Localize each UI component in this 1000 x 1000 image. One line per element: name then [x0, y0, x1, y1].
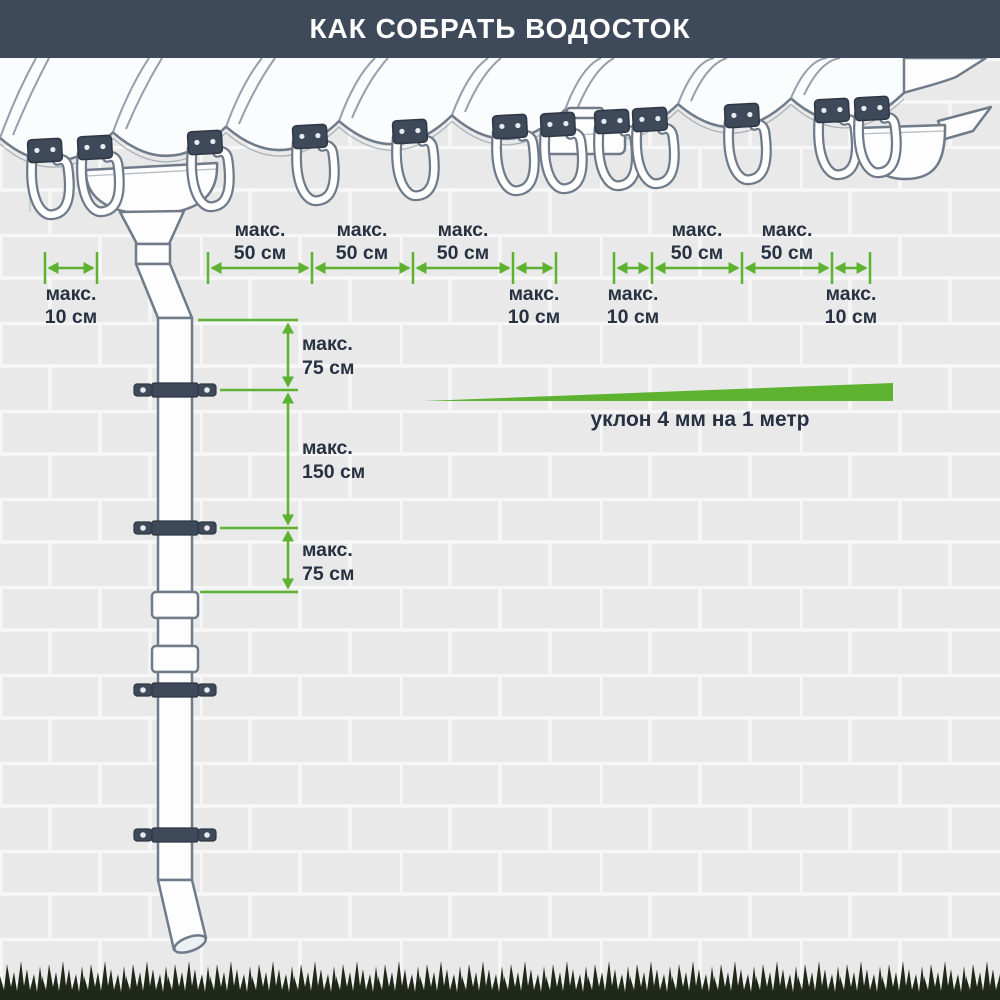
svg-text:макс.: макс. [826, 283, 877, 305]
svg-text:макс.: макс. [672, 219, 723, 241]
dimension-label-150cm: макс. 150 см [302, 437, 365, 483]
svg-text:10 см: 10 см [45, 306, 97, 328]
svg-text:50 см: 50 см [761, 242, 813, 264]
svg-text:макс.: макс. [509, 283, 560, 305]
pipe-segment [156, 616, 194, 648]
svg-text:50 см: 50 см [336, 242, 388, 264]
slope-indicator: уклон 4 мм на 1 метр [423, 383, 893, 431]
dimension-label-10cm: макс. 10 см [508, 283, 560, 328]
svg-text:75 см: 75 см [302, 357, 354, 379]
svg-text:150 см: 150 см [302, 461, 365, 483]
pipe-coupling [150, 590, 200, 620]
dimension-label-50cm: макс. 50 см [437, 219, 489, 264]
pipe-segment [134, 242, 172, 266]
grass [0, 954, 1000, 1000]
pipe-clamp [133, 382, 217, 398]
roof-sheet [0, 58, 904, 162]
svg-text:10 см: 10 см [825, 306, 877, 328]
svg-text:макс.: макс. [302, 437, 353, 459]
pipe-clamp [133, 520, 217, 536]
svg-text:50 см: 50 см [671, 242, 723, 264]
pipe-segment [156, 670, 194, 882]
dimension-label-50cm: макс. 50 см [761, 219, 813, 264]
diagram-canvas: уклон 4 мм на 1 метр [0, 58, 1000, 1000]
svg-text:50 см: 50 см [234, 242, 286, 264]
svg-text:макс.: макс. [46, 283, 97, 305]
pipe-coupling [150, 644, 200, 674]
dimension-ticks [43, 252, 872, 284]
pipe-clamp [133, 827, 217, 843]
gutter-spacing-dimensions: макс. 50 см макс. 50 см макс. 50 см макс… [43, 219, 877, 328]
roof-corner [902, 58, 988, 95]
svg-text:макс.: макс. [235, 219, 286, 241]
roof-corrugation-lines [0, 58, 841, 139]
dimension-label-75cm: макс. 75 см [302, 539, 354, 585]
dimension-label-10cm: макс. 10 см [45, 283, 97, 328]
dimension-label-50cm: макс. 50 см [336, 219, 388, 264]
gutter-end-cap [856, 123, 947, 181]
dimension-label-50cm: макс. 50 см [671, 219, 723, 264]
pipe-clamp [133, 682, 217, 698]
svg-text:макс.: макс. [302, 333, 353, 355]
dimension-ticks [198, 318, 298, 594]
svg-text:макс.: макс. [608, 283, 659, 305]
pipe-spacing-dimensions: макс. 75 см макс. 150 см макс. 75 см [198, 318, 365, 594]
dimension-label-10cm: макс. 10 см [607, 283, 659, 328]
slope-label: уклон 4 мм на 1 метр [590, 408, 809, 431]
dimension-label-50cm: макс. 50 см [234, 219, 286, 264]
page-title: КАК СОБРАТЬ ВОДОСТОК [309, 13, 691, 44]
svg-text:10 см: 10 см [508, 306, 560, 328]
svg-text:макс.: макс. [302, 539, 353, 561]
svg-text:макс.: макс. [762, 219, 813, 241]
header-bar: КАК СОБРАТЬ ВОДОСТОК [0, 0, 1000, 58]
svg-text:75 см: 75 см [302, 563, 354, 585]
pipe-segment [156, 316, 194, 594]
svg-text:макс.: макс. [337, 219, 388, 241]
downpipe [134, 242, 208, 954]
dimension-label-75cm: макс. 75 см [302, 333, 354, 379]
svg-text:макс.: макс. [438, 219, 489, 241]
svg-text:10 см: 10 см [607, 306, 659, 328]
svg-text:50 см: 50 см [437, 242, 489, 264]
slope-triangle [423, 383, 893, 401]
pipe-outlet-opening [173, 934, 207, 954]
dimension-label-10cm: макс. 10 см [825, 283, 877, 328]
